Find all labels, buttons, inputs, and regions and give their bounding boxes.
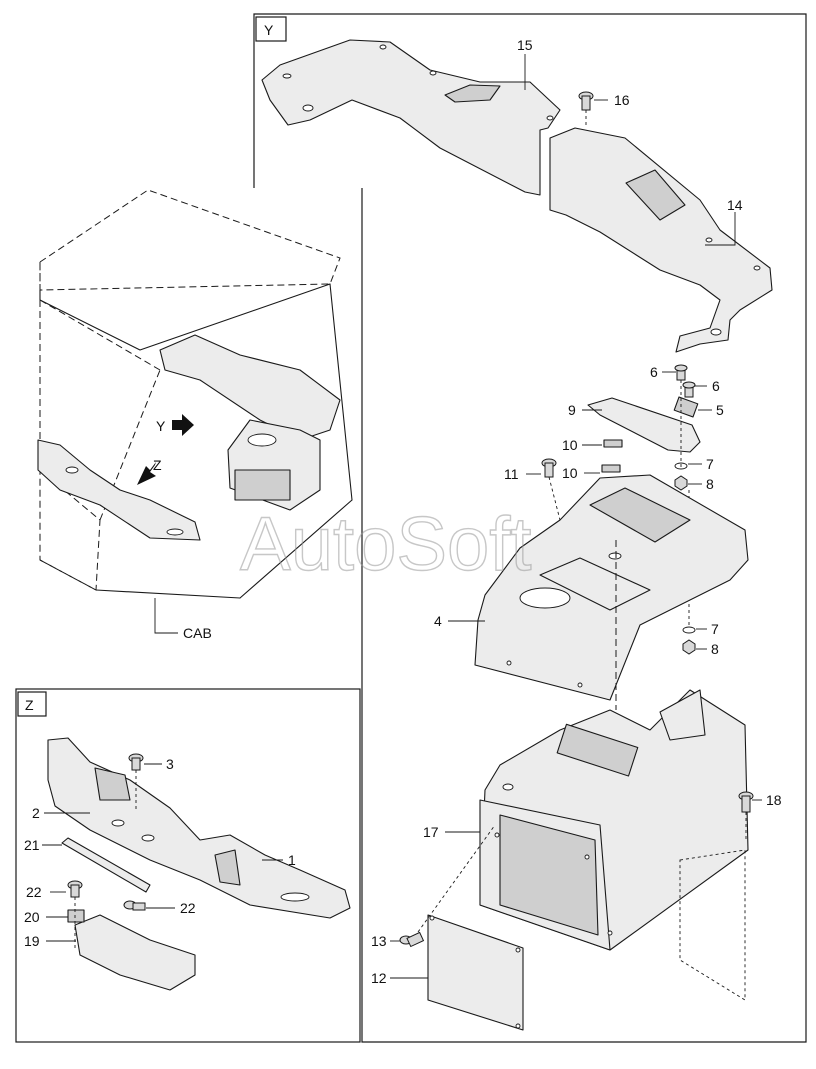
callout-4: 4 — [434, 613, 442, 629]
callout-22a: 22 — [26, 884, 42, 900]
part-15-upper-duct — [261, 39, 561, 196]
part-14-lower-duct — [549, 127, 773, 353]
callout-14: 14 — [727, 197, 743, 213]
callout-17: 17 — [423, 824, 439, 840]
callout-12: 12 — [371, 970, 387, 986]
callout-6a: 6 — [650, 364, 658, 380]
arrow-z-icon — [137, 462, 156, 485]
part-17-base-housing — [479, 689, 749, 1001]
callout-22b: 22 — [180, 900, 196, 916]
callout-8a: 8 — [706, 476, 714, 492]
callout-19: 19 — [24, 933, 40, 949]
part-4-console — [474, 474, 749, 701]
bolt-16 — [578, 91, 594, 128]
callout-7a: 7 — [706, 456, 714, 472]
callout-1: 1 — [288, 852, 296, 868]
part-2-dash-panel — [47, 737, 351, 919]
callout-7b: 7 — [711, 621, 719, 637]
callout-10b: 10 — [562, 465, 578, 481]
part-19-cover — [74, 914, 196, 991]
callout-16: 16 — [614, 92, 630, 108]
callout-3: 3 — [166, 756, 174, 772]
part-21-strip — [61, 837, 151, 893]
bracket-9 — [587, 396, 701, 453]
leader-lines — [42, 54, 762, 979]
callout-10a: 10 — [562, 437, 578, 453]
callout-6b: 6 — [712, 378, 720, 394]
cab-label: CAB — [183, 625, 212, 641]
callout-9: 9 — [568, 402, 576, 418]
plate-12 — [427, 914, 524, 1031]
frame-view-z: Z — [15, 688, 361, 1043]
callout-13: 13 — [371, 933, 387, 949]
screw-11 — [541, 458, 561, 521]
pads-10 — [601, 439, 623, 473]
callout-numbers: 15 16 14 6 6 9 5 10 7 11 10 8 4 7 8 3 2 … — [24, 37, 782, 986]
callout-11: 11 — [504, 466, 519, 482]
callout-20: 20 — [24, 909, 40, 925]
callout-2: 2 — [32, 805, 40, 821]
callout-18: 18 — [766, 792, 782, 808]
callout-5: 5 — [716, 402, 724, 418]
arrow-y-icon — [172, 414, 194, 436]
watermark: AutoSoft — [240, 502, 532, 587]
bolt-13 — [399, 824, 496, 948]
bolt-18 — [738, 791, 754, 840]
view-y-tag: Y — [264, 22, 274, 38]
part-20-clip — [67, 909, 85, 923]
bolts-3-22 — [67, 753, 146, 948]
view-z-tag: Z — [25, 697, 34, 713]
arrow-y-label: Y — [156, 418, 166, 434]
callout-21: 21 — [24, 837, 40, 853]
frame-view-y: Y — [253, 13, 807, 1043]
arrow-z-label: Z — [153, 457, 162, 473]
cab-overview: Y Z CAB — [37, 189, 353, 641]
callout-8b: 8 — [711, 641, 719, 657]
callout-15: 15 — [517, 37, 533, 53]
